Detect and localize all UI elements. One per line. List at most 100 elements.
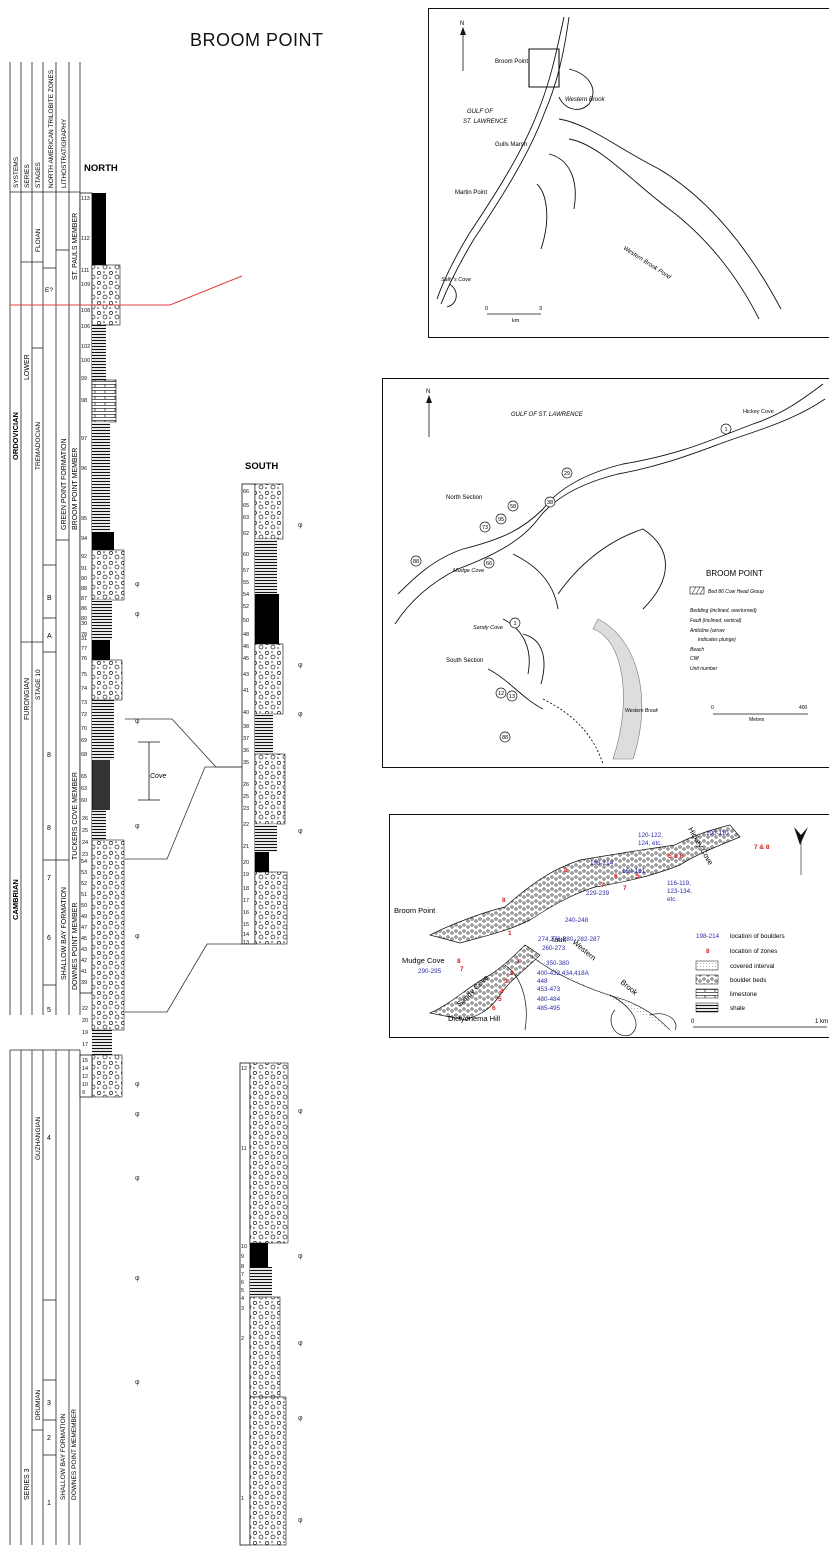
- scale-label: km: [512, 318, 520, 324]
- svg-text:φ: φ: [298, 711, 303, 718]
- place-label: Brook: [619, 978, 640, 998]
- stage-10: STAGE 10: [35, 669, 42, 700]
- unit-number: 88: [81, 586, 87, 592]
- unit-number: 31: [81, 636, 87, 642]
- place-label: South Section: [446, 658, 483, 664]
- unit-number: 21: [243, 844, 249, 850]
- svg-text:φ: φ: [298, 662, 303, 669]
- zone-label: 1: [47, 1500, 51, 1507]
- fossil-symbols: φφ φφ φφ φφ φφ φφ φφ φφ φφ φ: [135, 522, 303, 1524]
- unit-marker: 58: [510, 504, 516, 510]
- unit-number: 45: [243, 656, 249, 662]
- zone-label: 4: [47, 1135, 51, 1142]
- zone-number: 7: [623, 885, 627, 892]
- column-dividers-upper: [9, 62, 81, 1015]
- unit-number: 17: [82, 1042, 88, 1048]
- boulder-label: 260-273: [542, 945, 566, 952]
- unit-number: 69: [81, 738, 87, 744]
- boulder-label: 160-181: [622, 868, 646, 875]
- formation-shallow-bay-lower: SHALLOW BAY FORMATION: [60, 1413, 67, 1500]
- scale-label: 3: [539, 306, 542, 312]
- unit-number: 25: [243, 794, 249, 800]
- unit-number: 2: [241, 1336, 244, 1342]
- unit-number: 22: [82, 1006, 88, 1012]
- unit-number: 8: [241, 1264, 244, 1270]
- header-zones: NORTH AMERICAN TRILOBITE ZONES: [48, 69, 55, 188]
- zone-number: 7: [460, 966, 464, 973]
- north-column: [79, 192, 125, 1098]
- unit-number: 68: [81, 752, 87, 758]
- unit-number: 65: [81, 774, 87, 780]
- system-ordovician: ORDOVICIAN: [11, 412, 20, 460]
- boulder-label: 290-295: [418, 968, 442, 975]
- correlation-line-red: [10, 275, 243, 306]
- legend-item: Cliff: [690, 656, 699, 662]
- cove-bracket: Cove: [138, 741, 166, 801]
- svg-text:φ: φ: [135, 1379, 140, 1386]
- place-label: Dictyonema Hill: [448, 1014, 500, 1023]
- unit-number: 46: [243, 644, 249, 650]
- legend-item: Beach: [690, 647, 704, 653]
- unit-number: 14: [82, 1066, 88, 1072]
- unit-number: 106: [81, 324, 90, 330]
- system-cambrian: CAMBRIAN: [11, 879, 20, 920]
- unit-number: 41: [243, 688, 249, 694]
- zone-label: 3: [47, 1400, 51, 1407]
- stage-floian: FLOIAN: [35, 228, 42, 252]
- unit-number: 96: [81, 466, 87, 472]
- boulder-label: 240-248: [565, 917, 589, 924]
- unit-number: 50: [81, 903, 87, 909]
- legend-item: Bed 86 Cow Head Group: [708, 589, 764, 595]
- page-title: BROOM POINT: [190, 30, 324, 50]
- regional-location-map: N Broom Point GULF OF ST. LAWRENCE Weste…: [428, 8, 829, 338]
- place-label: Broom Point: [495, 59, 528, 65]
- correlation-line-upper: [125, 718, 242, 768]
- unit-number: 77: [81, 646, 87, 652]
- unit-marker: 73: [482, 525, 488, 531]
- unit-number: 102: [81, 344, 90, 350]
- series-lower: LOWER: [24, 354, 31, 380]
- unit-number: 60: [243, 552, 249, 558]
- member-broom-point: BROOM POINT MEMBER: [72, 448, 79, 530]
- header-systems: SYSTEMS: [13, 156, 20, 188]
- north-unit-numbers: 113 112 111 109 108 106 102 100 99 98 97…: [81, 196, 90, 986]
- unit-number: 9: [82, 1090, 85, 1096]
- boulder-map-svg: Broom Point Mudge Cove Sandy Cove Hickey…: [394, 824, 828, 1037]
- zone-number: 5: [498, 996, 502, 1003]
- unit-marker: 95: [498, 517, 504, 523]
- member-downes-point-lower: DOWNES POINT MEMEMBER: [71, 1409, 78, 1500]
- south-lower-unit-numbers: 12 11 10 9 8 7 6 5 4 3 2 1: [241, 1066, 247, 1502]
- unit-number: 23: [243, 806, 249, 812]
- unit-number: 13: [243, 940, 249, 946]
- unit-number: 16: [243, 910, 249, 916]
- svg-text:φ: φ: [135, 933, 140, 940]
- unit-number: 1: [241, 1496, 244, 1502]
- unit-number: 94: [81, 536, 87, 542]
- unit-number: 113: [81, 196, 90, 202]
- unit-number: 49: [81, 914, 87, 920]
- zone-label: 5: [47, 1007, 51, 1014]
- zone-number: 8: [502, 897, 506, 904]
- zone-number: 3: [504, 978, 508, 985]
- south-column-lower: [239, 1062, 289, 1546]
- series-3: SERIES 3: [24, 1468, 31, 1500]
- south-unit-numbers: 66 65 63 62 60 57 55 54 52 50 48 46 45 4…: [243, 489, 249, 946]
- unit-number: 53: [81, 870, 87, 876]
- svg-text:φ: φ: [298, 1517, 303, 1524]
- unit-number: 18: [243, 886, 249, 892]
- member-st-pauls: ST. PAULS MEMBER: [72, 213, 79, 280]
- zone-number: 8: [457, 958, 461, 965]
- unit-number: 26: [82, 816, 88, 822]
- unit-number: 30: [81, 621, 87, 627]
- unit-number: 90: [81, 576, 87, 582]
- legend-item: Unit number: [690, 666, 718, 672]
- svg-text:φ: φ: [298, 828, 303, 835]
- zone-number: 7 & 8: [754, 844, 770, 851]
- unit-number: 43: [243, 672, 249, 678]
- geological-map-svg: N GULF OF ST. LAWRENCE Hickey Cove North…: [394, 383, 826, 765]
- place-label: Martin Point: [455, 190, 487, 196]
- boulder-label: 229-239: [586, 890, 610, 897]
- unit-number: 48: [243, 632, 249, 638]
- unit-number: 9: [241, 1254, 244, 1260]
- zone-number: 2: [510, 970, 514, 977]
